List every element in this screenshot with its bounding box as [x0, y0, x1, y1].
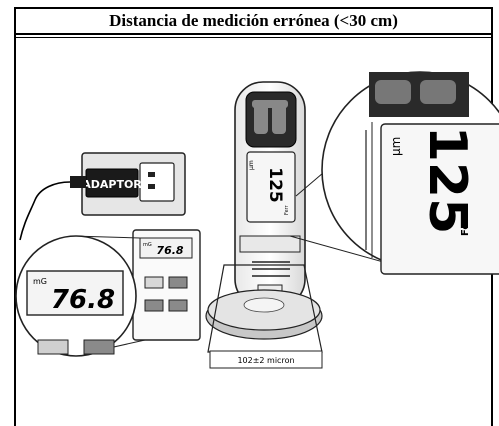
outlet-slot-1 — [148, 172, 155, 177]
adaptor-label: ADAPTOR — [82, 178, 142, 191]
magnifier-reading: 76.8 — [51, 285, 115, 315]
meter-button-1 — [144, 276, 164, 289]
gauge-display-frame — [246, 151, 296, 223]
meter-magnifier: mG 76.8 — [15, 235, 146, 357]
figure-title: Distancia de medición errónea (<30 cm) — [109, 11, 398, 30]
magnifier-button-1 — [37, 339, 69, 355]
gauge-small-mode: Ferr — [284, 204, 290, 215]
magnifier-button-2 — [83, 339, 115, 355]
gauge-magnifier: µm 125 Ferr — [289, 71, 499, 275]
gauge-magnifier-reading: 125 — [417, 126, 477, 235]
meter-button-4 — [168, 299, 188, 312]
gauge-magnifier-display — [380, 123, 499, 275]
gauge-magnifier-mode: Ferr — [460, 213, 471, 236]
magnifier-display — [26, 270, 124, 316]
magnifier-unit: mG — [33, 277, 47, 286]
cable-strain-relief — [70, 176, 86, 188]
meter-small-reading: 76.8 — [156, 244, 183, 257]
outlet-socket — [139, 162, 175, 202]
film-label-box — [209, 350, 323, 369]
outlet-slot-2 — [148, 184, 155, 189]
film-label: 102±2 micron — [237, 356, 294, 365]
gauge-magnifier-logo-left — [375, 80, 411, 104]
meter-small-display — [139, 237, 193, 259]
gauge-logo-right — [272, 104, 286, 134]
base-disc-inner — [243, 297, 285, 313]
meter-small-unit: mG — [143, 242, 152, 248]
gauge-lower-band — [239, 235, 301, 253]
gauge-magnifier-logo-right — [420, 80, 456, 104]
title-bar: Distancia de medición errónea (<30 cm) — [16, 9, 491, 35]
meter-button-2 — [168, 276, 188, 289]
gauge-small-reading: 125 — [265, 167, 285, 203]
power-cable — [19, 181, 71, 241]
thickness-gauge: µm 125 Ferr — [234, 81, 306, 312]
meter-panel: mG 76.8 — [132, 229, 201, 341]
meter-button-3 — [144, 299, 164, 312]
gauge-magnifier-unit: µm — [389, 137, 403, 156]
gauge-logo-left — [254, 104, 268, 134]
gauge-small-unit: µm — [248, 160, 255, 170]
gauge-logo-bar — [252, 100, 288, 108]
title-underline — [16, 37, 491, 38]
adaptor-group: ADAPTOR — [19, 152, 186, 241]
film-sample: 102±2 micron — [205, 264, 323, 369]
